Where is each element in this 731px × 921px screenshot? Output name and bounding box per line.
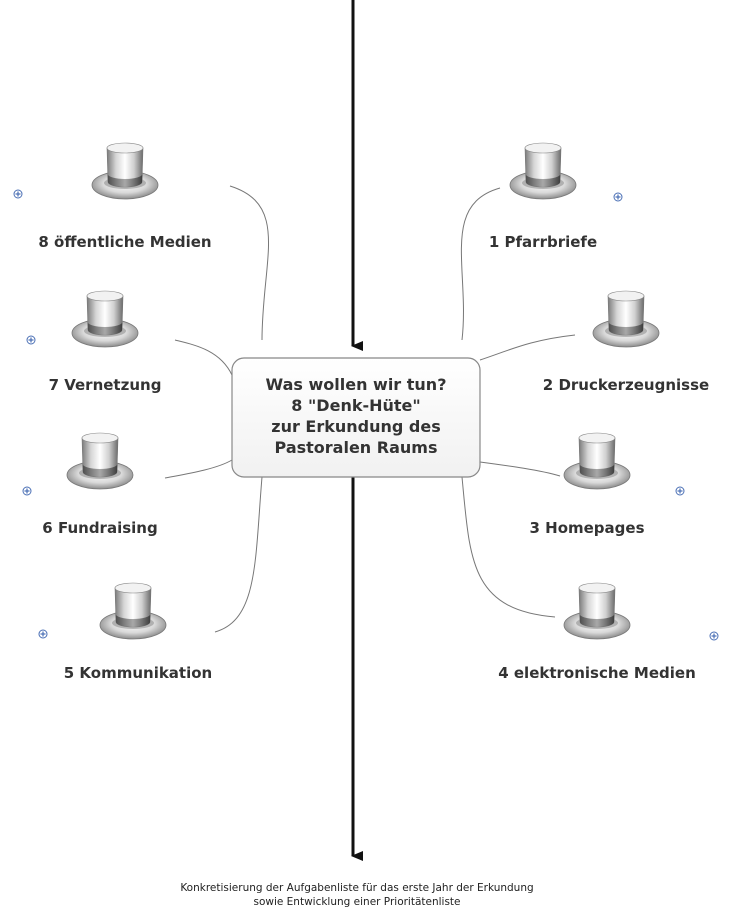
node-7-label: 7 Vernetzung: [49, 376, 162, 394]
node-5[interactable]: 5 Kommunikation: [64, 582, 212, 682]
connector-4: [461, 476, 556, 618]
connector-6: [164, 459, 233, 479]
footer-line-1: Konkretisierung der Aufgabenliste für da…: [180, 882, 533, 894]
top-hat-icon: [66, 432, 134, 490]
central-topic[interactable]: Was wollen wir tun? 8 "Denk-Hüte" zur Er…: [231, 357, 481, 478]
expand-icon[interactable]: [22, 486, 32, 496]
top-hat-icon: [563, 432, 631, 490]
node-3[interactable]: 3 Homepages: [529, 432, 645, 537]
node-4[interactable]: 4 elektronische Medien: [498, 582, 696, 682]
node-8[interactable]: 8 öffentliche Medien: [38, 142, 212, 251]
connector-lines: [164, 185, 576, 633]
expand-icon[interactable]: [26, 335, 36, 345]
top-hat-icon: [509, 142, 577, 200]
node-3-label: 3 Homepages: [529, 519, 644, 537]
central-topic-line-4: Pastoralen Raums: [275, 438, 438, 457]
connector-7: [174, 339, 233, 376]
top-hat-icon: [71, 290, 139, 348]
node-6[interactable]: 6 Fundraising: [42, 432, 158, 537]
node-2[interactable]: 2 Druckerzeugnisse: [543, 290, 709, 394]
connector-1: [460, 187, 501, 341]
node-6-label: 6 Fundraising: [42, 519, 157, 537]
expand-icon[interactable]: [613, 192, 623, 202]
connector-5: [214, 476, 263, 633]
top-hat-icon: [99, 582, 167, 640]
node-1[interactable]: 1 Pfarrbriefe: [489, 142, 597, 251]
connector-3: [479, 461, 561, 477]
footer-caption: Konkretisierung der Aufgabenliste für da…: [180, 882, 533, 908]
connector-2: [479, 334, 576, 361]
node-1-label: 1 Pfarrbriefe: [489, 233, 597, 251]
central-topic-line-3: zur Erkundung des: [271, 417, 441, 436]
node-8-label: 8 öffentliche Medien: [38, 233, 211, 251]
footer-line-2: sowie Entwicklung einer Prioritätenliste: [253, 896, 460, 908]
expand-icon[interactable]: [13, 189, 23, 199]
expand-icon[interactable]: [675, 486, 685, 496]
top-hat-icon: [563, 582, 631, 640]
node-5-label: 5 Kommunikation: [64, 664, 212, 682]
connector-8: [229, 185, 270, 341]
top-hat-icon: [91, 142, 159, 200]
node-7[interactable]: 7 Vernetzung: [49, 290, 162, 394]
central-topic-line-1: Was wollen wir tun?: [266, 375, 447, 394]
node-2-label: 2 Druckerzeugnisse: [543, 376, 709, 394]
node-4-label: 4 elektronische Medien: [498, 664, 696, 682]
expand-icon[interactable]: [38, 629, 48, 639]
expand-icon[interactable]: [709, 631, 719, 641]
central-topic-line-2: 8 "Denk-Hüte": [291, 396, 420, 415]
top-hat-icon: [592, 290, 660, 348]
